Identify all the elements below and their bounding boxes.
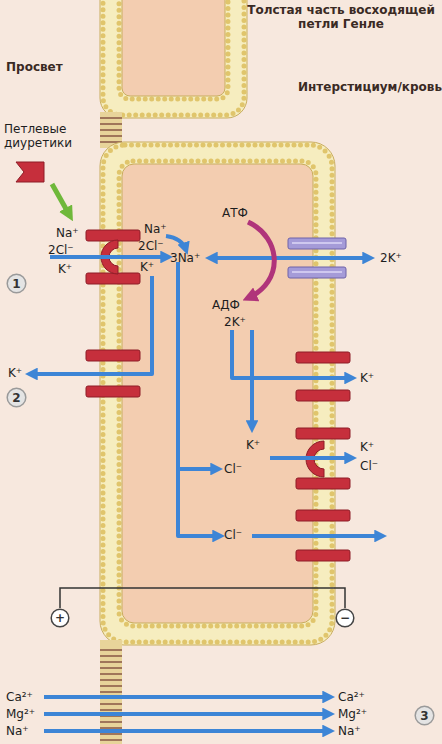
k-channel-part [296, 352, 350, 363]
diagram-title: Толстая часть восходящей петли Генле [246, 3, 436, 31]
node-text: 1 [6, 273, 27, 294]
tight-junction-part [100, 118, 122, 142]
ion-label: K⁺ [246, 438, 260, 452]
ion-label: K⁺ [8, 366, 22, 380]
tight-junction-part [100, 640, 122, 744]
ion-label: Na⁺ [6, 724, 29, 738]
ion-flow-arrow-part [166, 236, 186, 250]
kcl-cotransporter-part [296, 478, 350, 489]
ion-flow-arrow-part [270, 456, 352, 460]
k-channel-part [86, 350, 140, 361]
diuretic-symbol [16, 162, 70, 216]
upper-cell [100, 0, 247, 118]
callout-number: 2 [6, 387, 27, 408]
nkcc-cotransporter-part [86, 230, 140, 241]
k-channel-part [296, 390, 350, 401]
ion-label: Na⁺ [338, 724, 361, 738]
ion-label: K⁺ [360, 440, 374, 454]
ion-label: 2Cl⁻ [138, 239, 164, 253]
k-channel-part [86, 386, 140, 397]
node-text: 3 [414, 705, 435, 726]
upper-cell-part [103, 0, 244, 115]
upper-cell-part [100, 0, 247, 118]
node-text: + [50, 608, 70, 628]
ion-flow-arrow-part [44, 712, 330, 716]
ion-label: K⁺ [58, 262, 72, 276]
ion-label: Na⁺ [56, 226, 79, 240]
ion-label: 3Na⁺ [170, 251, 200, 265]
ion-flow-arrow-part [210, 256, 370, 260]
kcl-cotransporter-part [296, 428, 350, 439]
ion-label: Ca²⁺ [338, 690, 365, 704]
region-label: Просвет [6, 60, 63, 74]
ion-label: Cl⁻ [360, 459, 378, 473]
ion-flow-arrow-part [250, 330, 254, 428]
callout-number: 3 [414, 705, 435, 726]
drug-label: Петлевые диуретики [4, 122, 88, 150]
energy-label: АТФ [222, 206, 248, 220]
ion-flow-arrow [30, 236, 382, 731]
ion-flow-arrow-part [30, 276, 152, 374]
cl-channel-part [296, 510, 350, 521]
wire-connector [60, 588, 345, 608]
ion-label: K⁺ [140, 260, 154, 274]
energy-label: АДФ [212, 298, 240, 312]
polarity-sign: + [50, 608, 70, 628]
ion-label: 2Cl⁻ [48, 243, 74, 257]
ion-label: Cl⁻ [224, 462, 242, 476]
callout-number: 1 [6, 273, 27, 294]
cl-channel-part [296, 550, 350, 561]
ion-flow-arrow-part [44, 729, 330, 733]
upper-cell-part [122, 0, 225, 96]
ion-flow-arrow-part [44, 695, 330, 699]
diuretic-symbol-part [16, 162, 44, 182]
main-cell-part [119, 161, 316, 626]
atp-arrow [248, 222, 274, 298]
ion-label: 2K⁺ [224, 315, 246, 329]
ion-label: Na⁺ [144, 222, 167, 236]
tight-junction [100, 640, 122, 744]
node-text: 2 [6, 387, 27, 408]
ion-flow-arrow-part [178, 467, 218, 471]
main-cell-part [122, 164, 313, 623]
ion-label: Cl⁻ [224, 528, 242, 542]
diuretic-symbol-part [52, 184, 70, 216]
ion-label: Mg²⁺ [338, 707, 367, 721]
ion-label: K⁺ [360, 371, 374, 385]
nkcc-cotransporter-part [86, 273, 140, 284]
ion-flow-arrow-part [252, 534, 382, 538]
polarity-sign: − [335, 608, 355, 628]
region-label: Интерстициум/кровь [298, 80, 442, 94]
ion-label: 2K⁺ [380, 251, 402, 265]
upper-cell-part [119, 0, 228, 99]
node-text: − [335, 608, 355, 628]
ion-label: Ca²⁺ [6, 690, 33, 704]
ion-label: Mg²⁺ [6, 707, 35, 721]
